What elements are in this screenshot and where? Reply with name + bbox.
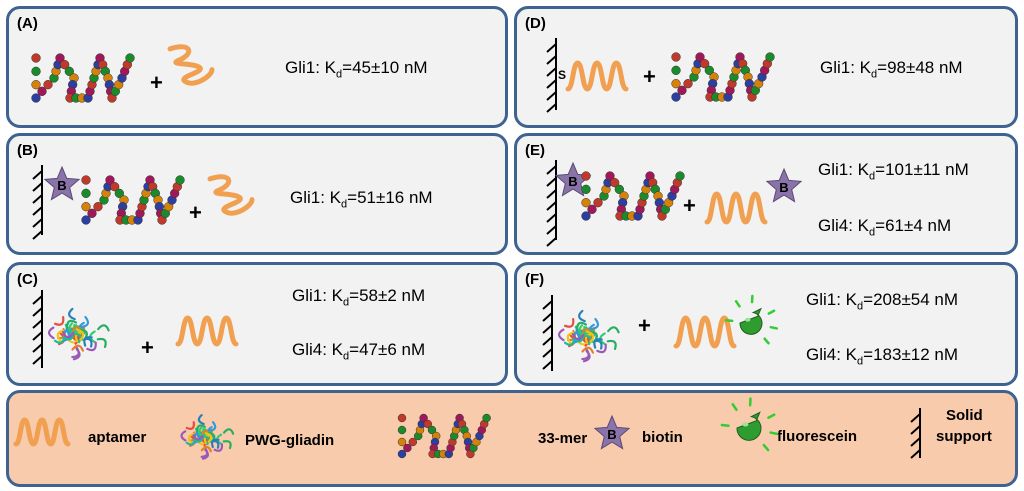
legend-aptamer-label: aptamer — [88, 429, 147, 446]
legend-fluorescein-label: fluorescein — [777, 428, 858, 445]
kd-c-gli4: Gli4: Kd=47±6 nM — [292, 340, 426, 363]
kd-d-gli1: Gli1: Kd=98±48 nM — [820, 58, 963, 81]
legend-biotin-label: biotin — [642, 429, 683, 446]
plus-sign: + — [189, 200, 202, 225]
kd-f-gli1: Gli1: Kd=208±54 nM — [806, 290, 959, 313]
panel-label: (B) — [17, 142, 38, 159]
legend — [6, 390, 1018, 487]
legend-support-line2: support — [936, 428, 992, 445]
legend-support-line1: Solid — [946, 407, 983, 424]
panel-label: (D) — [525, 15, 546, 32]
legend-33mer-label: 33-mer — [538, 430, 588, 447]
kd-e-gli1: Gli1: Kd=101±11 nM — [818, 160, 969, 183]
plus-sign: + — [643, 64, 656, 89]
panel-a: (A) — [6, 6, 508, 128]
panel-label: (A) — [17, 15, 38, 32]
panel-c: (C) — [6, 262, 508, 386]
panel-label: (C) — [17, 271, 38, 288]
kd-c-gli1: Gli1: Kd=58±2 nM — [292, 286, 426, 309]
panel-f: (F) — [514, 262, 1018, 386]
panel-b: (B) — [6, 133, 508, 255]
legend-gliadin-label: PWG-gliadin — [245, 432, 335, 449]
kd-b-gli1: Gli1: Kd=51±16 nM — [290, 188, 433, 211]
kd-f-gli4: Gli4: Kd=183±12 nM — [806, 345, 959, 368]
plus-sign: + — [150, 70, 163, 95]
panel-label: (E) — [525, 142, 545, 159]
panel-label: (F) — [525, 271, 545, 288]
plus-sign: + — [638, 313, 651, 338]
panel-e: (E) — [514, 133, 1018, 255]
kd-a-gli1: Gli1: Kd=45±10 nM — [285, 58, 428, 81]
plus-sign: + — [683, 193, 696, 218]
plus-sign: + — [141, 335, 154, 360]
kd-e-gli4: Gli4: Kd=61±4 nM — [818, 216, 952, 239]
